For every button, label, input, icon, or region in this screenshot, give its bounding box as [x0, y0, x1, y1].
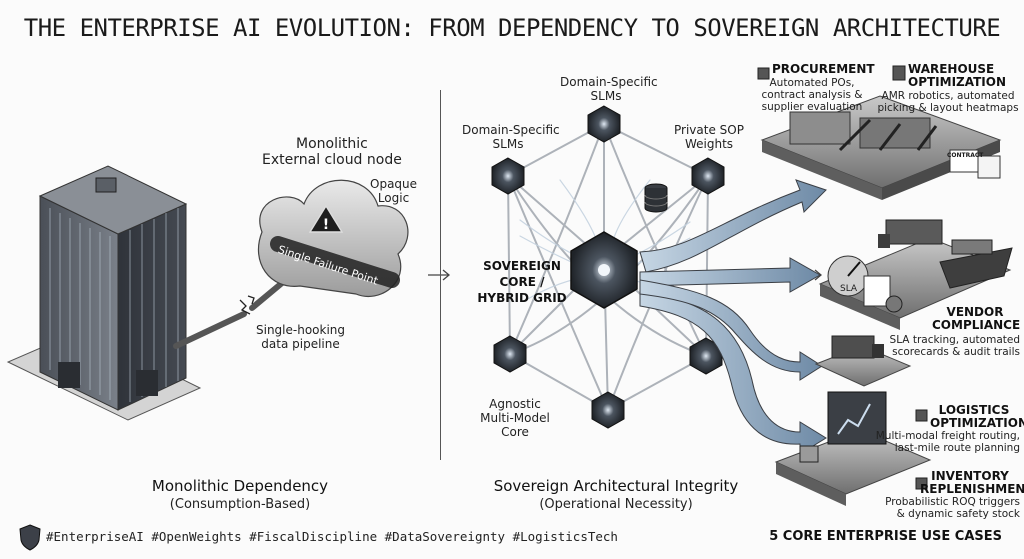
box-icon: [757, 67, 770, 80]
use-case-desc: SLA tracking, automated scorecards & aud…: [889, 334, 1020, 359]
box-icon: [799, 445, 819, 463]
truck-ship-scene: [818, 219, 1013, 330]
section-divider: [440, 90, 441, 460]
box-icon: [915, 477, 928, 490]
contract-doc-label: CONTRACT: [947, 152, 984, 159]
box-icon: [915, 409, 928, 422]
node-right-label: Private SOP Weights: [674, 123, 744, 151]
truck-icon: [831, 335, 884, 359]
monitor-icon: [827, 391, 887, 445]
left-caption-sub: (Consumption-Based): [169, 497, 311, 512]
use-case-desc: Multi-modal freight routing, last-mile r…: [875, 430, 1020, 455]
building-icon: [6, 165, 202, 421]
use-case-title: LOGISTICS OPTIMIZATION: [930, 403, 1024, 430]
use-case-desc: AMR robotics, automated picking & layout…: [877, 90, 1019, 115]
shield-icon: [19, 524, 41, 551]
core-label: SOVEREIGN CORE / HYBRID GRID: [477, 259, 567, 306]
hexagon-node-icon: [491, 157, 525, 195]
sla-gauge-label: SLA: [840, 284, 858, 294]
node-top-label: Domain-Specific SLMs: [560, 75, 658, 103]
use-case-desc: Automated POs, contract analysis & suppl…: [761, 77, 863, 114]
ship-icon: [939, 239, 1013, 289]
use-case-title: VENDOR COMPLIANCE: [932, 305, 1021, 332]
use-case-title: PROCUREMENT: [772, 62, 875, 76]
middle-caption-sub: (Operational Necessity): [539, 497, 693, 512]
core-hexagon-icon: [570, 231, 638, 309]
hexagon-node-icon: [691, 157, 725, 195]
hexagon-node-icon: [493, 335, 527, 373]
inventory-scene: [774, 391, 932, 506]
page-title: THE ENTERPRISE AI EVOLUTION: FROM DEPEND…: [23, 14, 1001, 42]
hashtag-footer: #EnterpriseAI #OpenWeights #FiscalDiscip…: [46, 529, 618, 544]
building-small-icon: [892, 65, 906, 81]
use-case-platforms: [757, 65, 1013, 506]
hexagon-nodes: [491, 105, 725, 429]
database-icon: [644, 183, 668, 213]
node-left-label: Domain-Specific SLMs: [462, 123, 560, 151]
svg-text:!: !: [323, 217, 329, 233]
left-caption: Monolithic Dependency: [151, 477, 329, 495]
opaque-logic-label: Opaque Logic: [370, 177, 418, 205]
use-case-title: INVENTORY REPLENISHMENT: [920, 469, 1024, 496]
cloud-icon: !: [257, 179, 409, 297]
gauge-icon: [827, 255, 869, 297]
node-bottom-left-label: Agnostic Multi-Model Core: [480, 397, 550, 439]
flow-arrows: [639, 179, 827, 455]
hexagon-node-icon: [587, 105, 621, 143]
use-case-title: WAREHOUSE OPTIMIZATION: [908, 62, 1007, 89]
factory-icon: [757, 65, 1002, 200]
cloud-title-label: Monolithic External cloud node: [262, 136, 402, 169]
logistics-scene: [814, 335, 912, 387]
truck-icon: [878, 219, 943, 248]
use-cases-footer: 5 CORE ENTERPRISE USE CASES: [769, 529, 1002, 544]
middle-caption: Sovereign Architectural Integrity: [493, 477, 739, 495]
hexagon-node-icon: [591, 391, 625, 429]
pipeline-label: Single-hooking data pipeline: [256, 323, 346, 351]
use-case-desc: Probabilistic ROQ triggers & dynamic saf…: [885, 496, 1020, 521]
warning-icon: !: [308, 204, 344, 233]
